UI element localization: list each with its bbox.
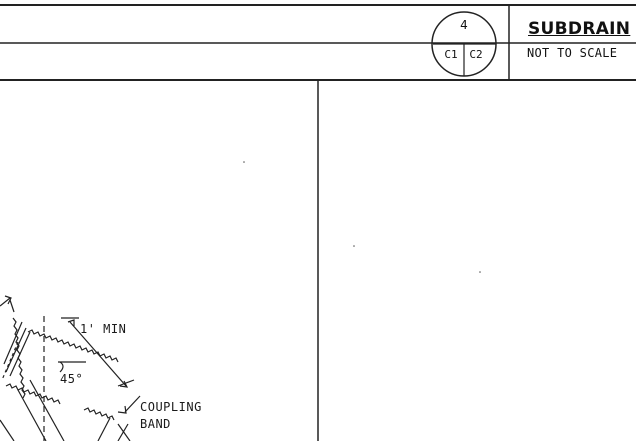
pipe-body-edge-3: [0, 419, 15, 442]
dimension-leader-left: [0, 297, 11, 307]
detail-title: SUBDRAIN: [528, 19, 631, 39]
speck: [353, 245, 355, 247]
wrap-dashed-line: [1, 341, 19, 381]
pipe-edge-wavy-top: [27, 329, 119, 363]
min-dimension-callout: 1' MIN: [80, 322, 127, 336]
dimension-line-1ft: [69, 321, 127, 387]
dimension-tick-left: [9, 299, 15, 313]
pipe-body-edge-1: [17, 389, 47, 442]
dimension-ext-bottom: [117, 379, 135, 387]
pipe-joint-detail: [0, 295, 141, 442]
dimension-arrow-left: [4, 295, 12, 305]
coupling-band-wavy: [83, 407, 115, 421]
pipe-body-edge-2: [29, 379, 65, 442]
speck: [243, 161, 245, 163]
sheet-ref-2: C2: [469, 48, 483, 61]
coupling-band-callout-line2: BAND: [140, 417, 171, 431]
angle-arc: [59, 361, 64, 373]
coupling-band-arrow: [117, 405, 127, 414]
wrap-hatching: [3, 321, 31, 377]
coupling-band-callout-line1: COUPLING: [140, 400, 202, 414]
angle-callout: 45°: [60, 372, 84, 386]
coupling-band-edge-1: [97, 417, 111, 442]
sheet-ref-1: C1: [444, 48, 458, 61]
pipe-edge-wavy-bottom: [5, 383, 61, 405]
scale-note: NOT TO SCALE: [527, 46, 618, 60]
coupling-band-edge-2: [117, 423, 129, 442]
coupling-band-leader: [124, 395, 141, 413]
coupling-band-edge-3: [117, 423, 131, 442]
speck: [479, 271, 481, 273]
detail-number: 4: [460, 18, 468, 32]
dimension-arrow-top: [67, 319, 75, 326]
